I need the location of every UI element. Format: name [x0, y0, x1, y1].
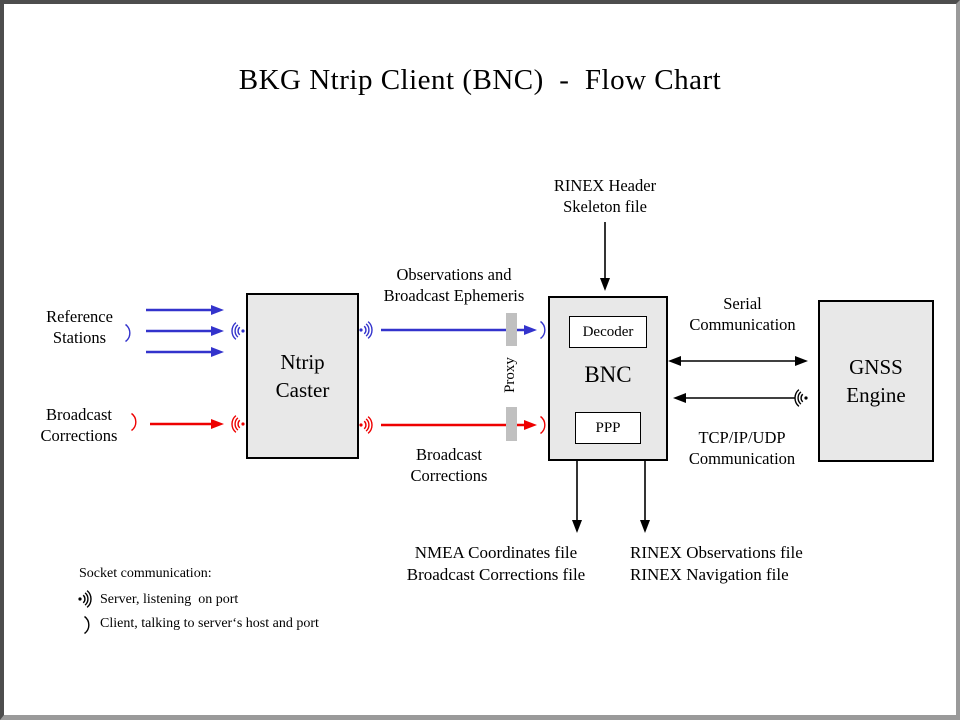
nmea-output-label: NMEA Coordinates file Broadcast Correcti…: [406, 543, 586, 585]
server-socket-icon: [231, 414, 246, 434]
proxy-label: Proxy: [502, 357, 518, 393]
rinex-output-arrow: [640, 461, 650, 533]
rinex-header-label: RINEX Header Skeleton file: [553, 176, 657, 217]
server-socket-icon: [358, 415, 373, 435]
node-bnc: Decoder BNC PPP: [548, 296, 668, 461]
reference-stations-label: Reference Stations: [46, 307, 113, 348]
tcpip-comm-label: TCP/IP/UDP Communication: [688, 428, 796, 469]
legend-heading: Socket communication:: [79, 566, 212, 581]
corrections-stream-arrow: [381, 420, 537, 430]
bnc-label: BNC: [584, 362, 632, 387]
server-socket-icon: [358, 320, 373, 340]
proxy-bar-top: [506, 313, 517, 346]
broadcast-corrections-arrow: [150, 419, 224, 429]
nmea-output-arrow: [572, 461, 582, 533]
node-ppp: PPP: [575, 412, 641, 444]
observations-stream-arrow: [381, 325, 537, 335]
corrections-stream-label: Broadcast Corrections: [410, 445, 488, 486]
page-title: BKG Ntrip Client (BNC) - Flow Chart: [238, 64, 722, 96]
observations-stream-label: Observations and Broadcast Ephemeris: [383, 265, 525, 306]
rinex-output-label: RINEX Observations file RINEX Navigation…: [630, 543, 803, 585]
server-socket-icon: [231, 321, 246, 341]
node-decoder: Decoder: [569, 316, 647, 348]
serial-comm-label: Serial Communication: [689, 294, 796, 335]
reference-stations-arrows: [146, 305, 224, 357]
legend-server-text: Server, listening on port: [100, 592, 239, 607]
broadcast-corrections-input-label: Broadcast Corrections: [40, 405, 118, 446]
serial-comm-arrow: [668, 356, 808, 366]
proxy-bar-bottom: [506, 407, 517, 441]
legend-client-socket-icon: [83, 615, 90, 635]
client-socket-icon: [539, 320, 546, 340]
node-ntrip-caster: Ntrip Caster: [246, 293, 359, 459]
rinex-header-arrow: [600, 222, 610, 291]
node-gnss-engine: GNSS Engine: [818, 300, 934, 462]
legend-server-socket-icon: [77, 589, 92, 609]
server-socket-icon: [794, 388, 809, 408]
legend-client-text: Client, talking to server‘s host and por…: [100, 616, 319, 631]
tcpip-comm-arrow: [673, 393, 795, 403]
client-socket-icon: [539, 415, 546, 435]
